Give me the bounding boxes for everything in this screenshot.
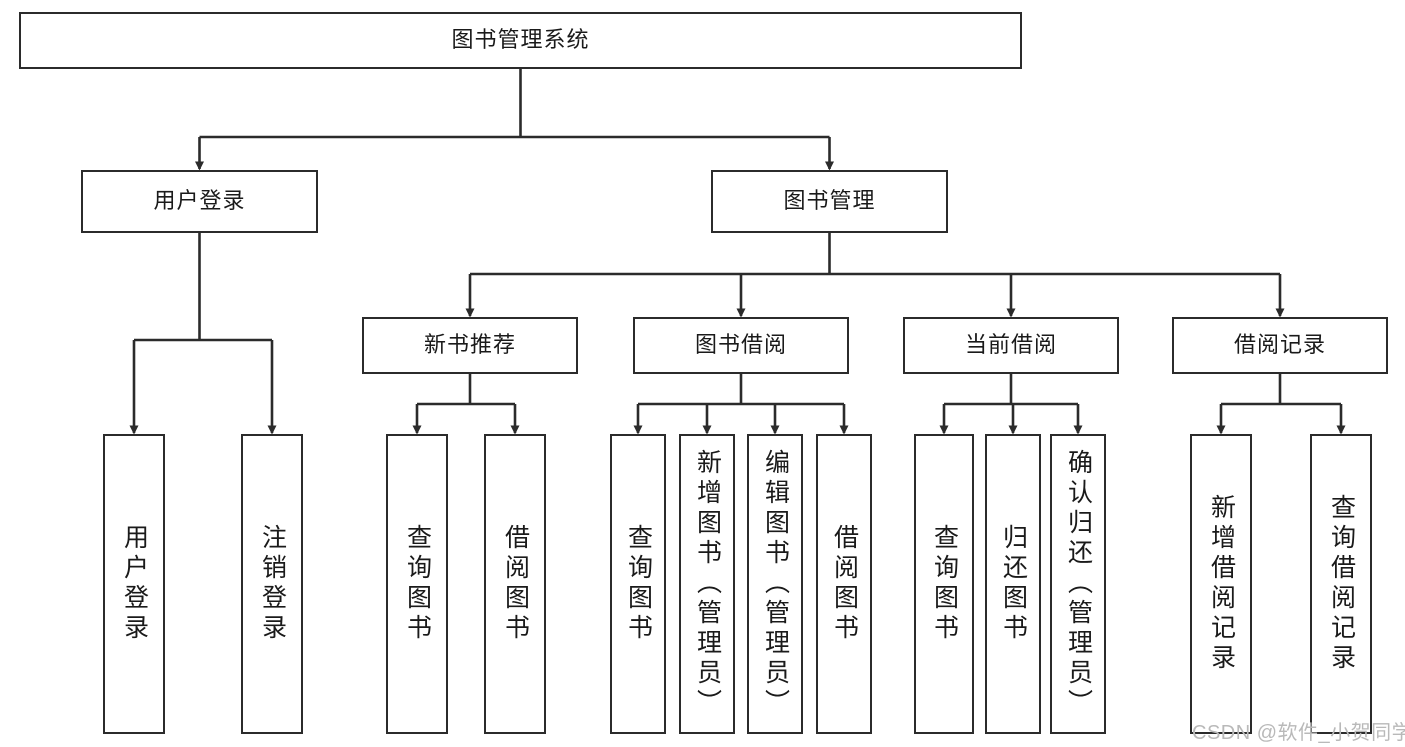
node-label: 借阅记录 bbox=[1233, 332, 1326, 358]
node-leaf-cur-1[interactable]: 查询图书 bbox=[914, 434, 974, 734]
node-leaf-new-1[interactable]: 查询图书 bbox=[386, 434, 448, 734]
node-label: 用户登录 bbox=[120, 524, 149, 644]
node-leaf-bor-1[interactable]: 查询图书 bbox=[610, 434, 666, 734]
node-leaf-rec-1[interactable]: 新增借阅记录 bbox=[1190, 434, 1252, 734]
node-label: 查询图书 bbox=[930, 524, 959, 644]
node-label: 归还图书 bbox=[999, 524, 1028, 644]
node-label: 查询图书 bbox=[403, 524, 432, 644]
node-label: 新书推荐 bbox=[423, 332, 516, 358]
node-label: 新增图书（管理员） bbox=[693, 449, 722, 719]
node-label: 借阅图书 bbox=[830, 524, 859, 644]
csdn-watermark: CSDN @软件_小贺同学 bbox=[1192, 722, 1405, 744]
node-leaf-rec-2[interactable]: 查询借阅记录 bbox=[1310, 434, 1372, 734]
node-label: 借阅图书 bbox=[501, 524, 530, 644]
node-label: 编辑图书（管理员） bbox=[761, 449, 790, 719]
node-label: 用户登录 bbox=[153, 188, 246, 214]
node-label: 图书管理 bbox=[783, 188, 876, 214]
node-leaf-login-1[interactable]: 用户登录 bbox=[103, 434, 165, 734]
node-borrow[interactable]: 图书借阅 bbox=[633, 317, 849, 374]
node-root[interactable]: 图书管理系统 bbox=[19, 12, 1022, 69]
node-newbook[interactable]: 新书推荐 bbox=[362, 317, 578, 374]
node-leaf-bor-2[interactable]: 新增图书（管理员） bbox=[679, 434, 735, 734]
node-leaf-cur-2[interactable]: 归还图书 bbox=[985, 434, 1041, 734]
node-label: 当前借阅 bbox=[964, 332, 1057, 358]
node-leaf-cur-3[interactable]: 确认归还（管理员） bbox=[1050, 434, 1106, 734]
node-leaf-bor-3[interactable]: 编辑图书（管理员） bbox=[747, 434, 803, 734]
node-leaf-bor-4[interactable]: 借阅图书 bbox=[816, 434, 872, 734]
node-records[interactable]: 借阅记录 bbox=[1172, 317, 1388, 374]
node-label: 查询图书 bbox=[624, 524, 653, 644]
node-leaf-login-2[interactable]: 注销登录 bbox=[241, 434, 303, 734]
node-login[interactable]: 用户登录 bbox=[81, 170, 318, 233]
node-leaf-new-2[interactable]: 借阅图书 bbox=[484, 434, 546, 734]
node-label: 确认归还（管理员） bbox=[1064, 449, 1093, 719]
node-current[interactable]: 当前借阅 bbox=[903, 317, 1119, 374]
node-label: 图书管理系统 bbox=[451, 27, 590, 53]
node-bookmgmt[interactable]: 图书管理 bbox=[711, 170, 948, 233]
node-label: 新增借阅记录 bbox=[1207, 494, 1236, 674]
node-label: 图书借阅 bbox=[694, 332, 787, 358]
node-label: 注销登录 bbox=[258, 524, 287, 644]
node-label: 查询借阅记录 bbox=[1327, 494, 1356, 674]
